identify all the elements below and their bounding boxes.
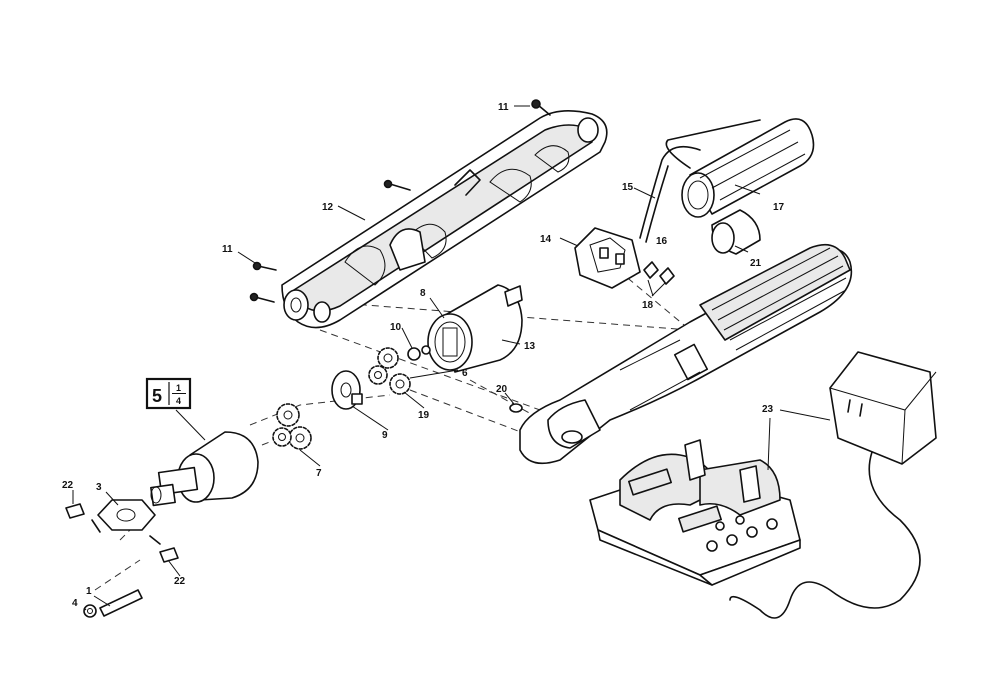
callout-18: 18	[642, 300, 654, 311]
reference-numerator: 1	[176, 383, 181, 393]
planet-gears-upper-part	[368, 347, 411, 395]
reference-box: 5 1 4	[145, 377, 192, 410]
reference-denominator: 4	[176, 396, 181, 406]
pinion-gear-part	[407, 345, 431, 361]
charging-base-part	[589, 439, 801, 586]
small-clip-lower-part	[159, 547, 179, 563]
motor-part	[427, 284, 523, 373]
callout-20: 20	[496, 384, 508, 395]
callout-22-lower: 22	[174, 576, 186, 587]
callout-8: 8	[420, 288, 426, 299]
collet-nut-part	[91, 499, 161, 545]
screw-top	[531, 99, 551, 116]
reference-main-number: 5	[152, 386, 162, 406]
chuck-nose-assembly-part	[150, 431, 259, 507]
callout-10: 10	[390, 322, 402, 333]
callout-7: 7	[316, 468, 322, 479]
housing-half-part	[281, 110, 608, 329]
callout-15: 15	[622, 182, 634, 193]
planet-gears-lower-part	[272, 403, 312, 450]
callout-9: 9	[382, 430, 388, 441]
callout-23: 23	[762, 404, 774, 415]
screw-parts	[249, 99, 551, 303]
bit-shaft-part	[99, 589, 143, 617]
pin-part	[509, 403, 523, 413]
callout-4: 4	[72, 598, 78, 609]
callout-1: 1	[86, 586, 92, 597]
callout-labels: 11 11 12 15 16 17 14 21 18 8 10 13 6 19 …	[62, 102, 785, 609]
callout-14: 14	[540, 234, 552, 245]
tool-handle-housing-part	[519, 243, 853, 465]
callout-11-left: 11	[222, 244, 233, 255]
battery-cap-part	[711, 209, 761, 255]
callout-21: 21	[750, 258, 762, 269]
callout-16: 16	[656, 236, 668, 247]
callout-19: 19	[418, 410, 430, 421]
callout-22-upper: 22	[62, 480, 74, 491]
callout-13: 13	[524, 341, 536, 352]
terminal-clips-part	[643, 261, 675, 285]
gear-carrier-part	[331, 370, 363, 410]
washer-part	[83, 604, 97, 618]
callout-11-top: 11	[498, 102, 509, 113]
battery-pack-part	[665, 118, 815, 218]
screw-left-upper	[252, 261, 277, 271]
callout-3: 3	[96, 482, 102, 493]
power-adapter-part	[729, 351, 937, 619]
callout-6: 6	[462, 368, 468, 379]
callout-17: 17	[773, 202, 785, 213]
switch-assembly-part	[574, 227, 641, 289]
screw-left-lower	[249, 292, 275, 303]
screw-middle	[383, 179, 411, 191]
small-clip-upper-part	[65, 503, 85, 519]
leader-lines	[72, 105, 831, 611]
callout-12: 12	[322, 202, 334, 213]
wire-leads-part	[639, 145, 701, 243]
